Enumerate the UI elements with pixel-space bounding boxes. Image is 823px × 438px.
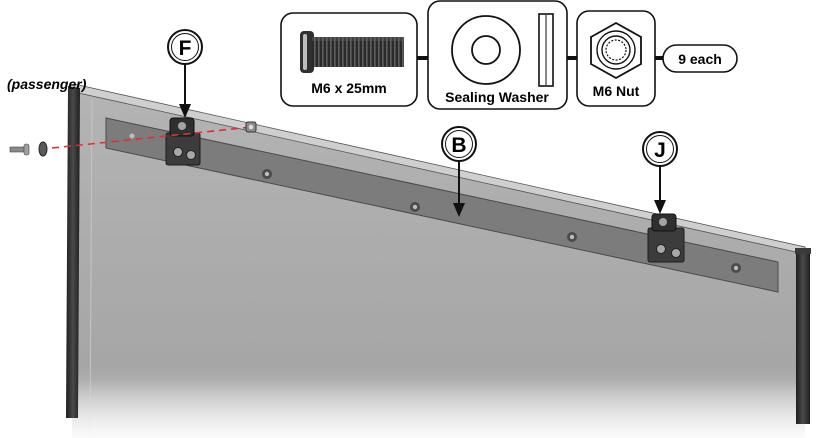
callout-f-letter: F	[179, 37, 192, 60]
panel-bottom-fade	[60, 380, 820, 438]
washer-label: Sealing Washer	[445, 89, 549, 105]
quantity-label: 9 each	[678, 51, 722, 67]
nut-label: M6 Nut	[593, 83, 640, 99]
exploded-washer	[38, 141, 48, 157]
right-post-cap	[795, 248, 811, 254]
washer-icon	[451, 13, 554, 87]
rail-bolt	[262, 169, 272, 179]
rail-bolt	[567, 232, 577, 242]
callout-f: F	[167, 29, 203, 118]
callout-j: J	[642, 131, 678, 214]
rail-bolts	[129, 133, 741, 273]
side-label: (passenger)	[7, 76, 87, 92]
hinge-bracket-j	[647, 213, 685, 263]
exploded-nut	[245, 121, 257, 133]
assembly-line	[51, 126, 253, 149]
right-post	[796, 252, 810, 424]
bolt-icon	[300, 31, 404, 73]
bolt-label: M6 x 25mm	[311, 80, 386, 96]
left-post	[66, 86, 80, 418]
hinge-bracket-f	[165, 117, 201, 166]
mounting-rail	[105, 117, 779, 293]
washer-box	[427, 0, 568, 110]
callout-j-letter: J	[654, 139, 666, 162]
exploded-bolt	[9, 143, 30, 156]
rail-bolt	[731, 263, 741, 273]
rail-bolt	[410, 202, 420, 212]
callout-b-letter: B	[451, 134, 466, 157]
callout-b: B	[441, 126, 477, 217]
nut-icon	[590, 21, 642, 80]
quantity-pill	[662, 44, 738, 73]
rail-bolt	[129, 133, 135, 139]
